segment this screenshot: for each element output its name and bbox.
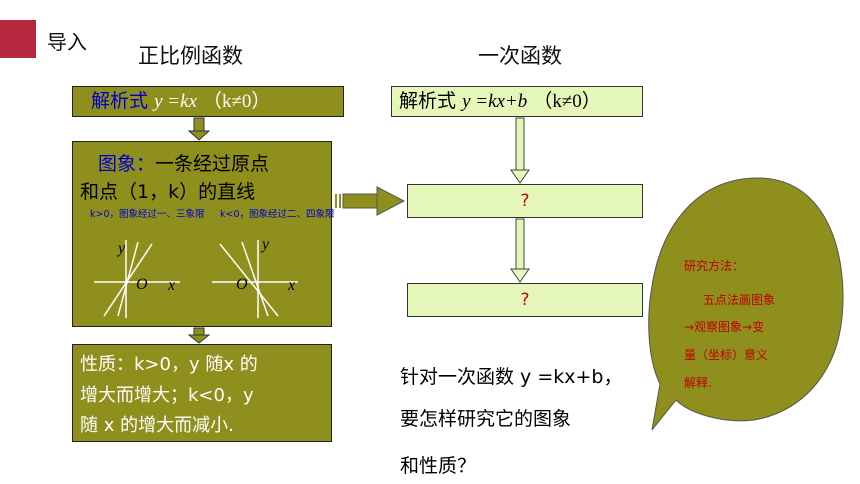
method-line-4: 解释. [684, 376, 712, 390]
graph-desc-line-1: 图象：一条经过原点 [98, 153, 270, 175]
graph-k-negative [212, 240, 298, 318]
axis-x-label-2: x [288, 277, 296, 294]
axis-x-label-1: x [168, 277, 176, 294]
formula-box-right: 解析式 y =kx+b （k≠0） [391, 86, 643, 117]
graph-box [72, 141, 332, 327]
formula-left-expr: y =kx [154, 91, 197, 112]
striped-arrow-right [335, 186, 406, 216]
properties-line-3: 随 x 的增大而减小. [80, 415, 234, 436]
question-line-2: 要怎样研究它的图象 [400, 408, 572, 430]
formula-left-cond: （k≠0） [202, 91, 271, 112]
axis-y-label-1: y [118, 240, 126, 257]
mini-graphs [94, 240, 298, 318]
down-arrow-right-2 [510, 218, 530, 283]
method-line-1: 五点法画图象 [703, 293, 776, 307]
properties-line-1: 性质：k>0，y 随x 的 [80, 354, 258, 375]
method-title: 研究方法： [684, 259, 745, 273]
down-arrow-left-2 [187, 327, 211, 344]
question-line-3: 和性质？ [400, 455, 477, 477]
graph-k-positive [94, 240, 180, 318]
method-line-2: →观察图象→变 [684, 320, 765, 334]
section-badge [0, 20, 36, 58]
question-box-properties: ? [407, 283, 643, 317]
axis-y-label-2: y [262, 236, 270, 253]
question-box-graph: ? [407, 184, 643, 218]
note-k-positive: k>0，图象经过一、三象限 [90, 209, 205, 220]
origin-label-1: O [136, 276, 148, 293]
formula-right-b: b [517, 91, 528, 112]
formula-right-expr: y =kx+ [462, 91, 518, 112]
down-arrow-left-1 [187, 117, 211, 141]
properties-box [72, 344, 332, 442]
formula-right-label: 解析式 [399, 90, 457, 112]
graph-title: 图象： [98, 153, 156, 175]
question-line-1: 针对一次函数 y =kx+b， [400, 366, 623, 388]
section-label: 导入 [47, 30, 87, 54]
graph-desc-line-2: 和点（1，k）的直线 [80, 181, 256, 203]
left-title: 正比例函数 [138, 44, 243, 68]
down-arrow-right-1 [510, 117, 530, 184]
method-speech-bubble [648, 177, 844, 431]
right-title: 一次函数 [478, 44, 562, 68]
properties-line-2: 增大而增大；k<0，y [80, 385, 254, 406]
formula-right-cond: （k≠0） [533, 91, 601, 112]
note-k-negative: k<0，图象经过二、四象限 [220, 209, 335, 220]
formula-box-left: 解析式 y =kx （k≠0） [72, 86, 344, 117]
formula-left-label: 解析式 [91, 90, 149, 112]
origin-label-2: O [236, 276, 248, 293]
method-line-3: 量（坐标）意义 [684, 348, 769, 362]
